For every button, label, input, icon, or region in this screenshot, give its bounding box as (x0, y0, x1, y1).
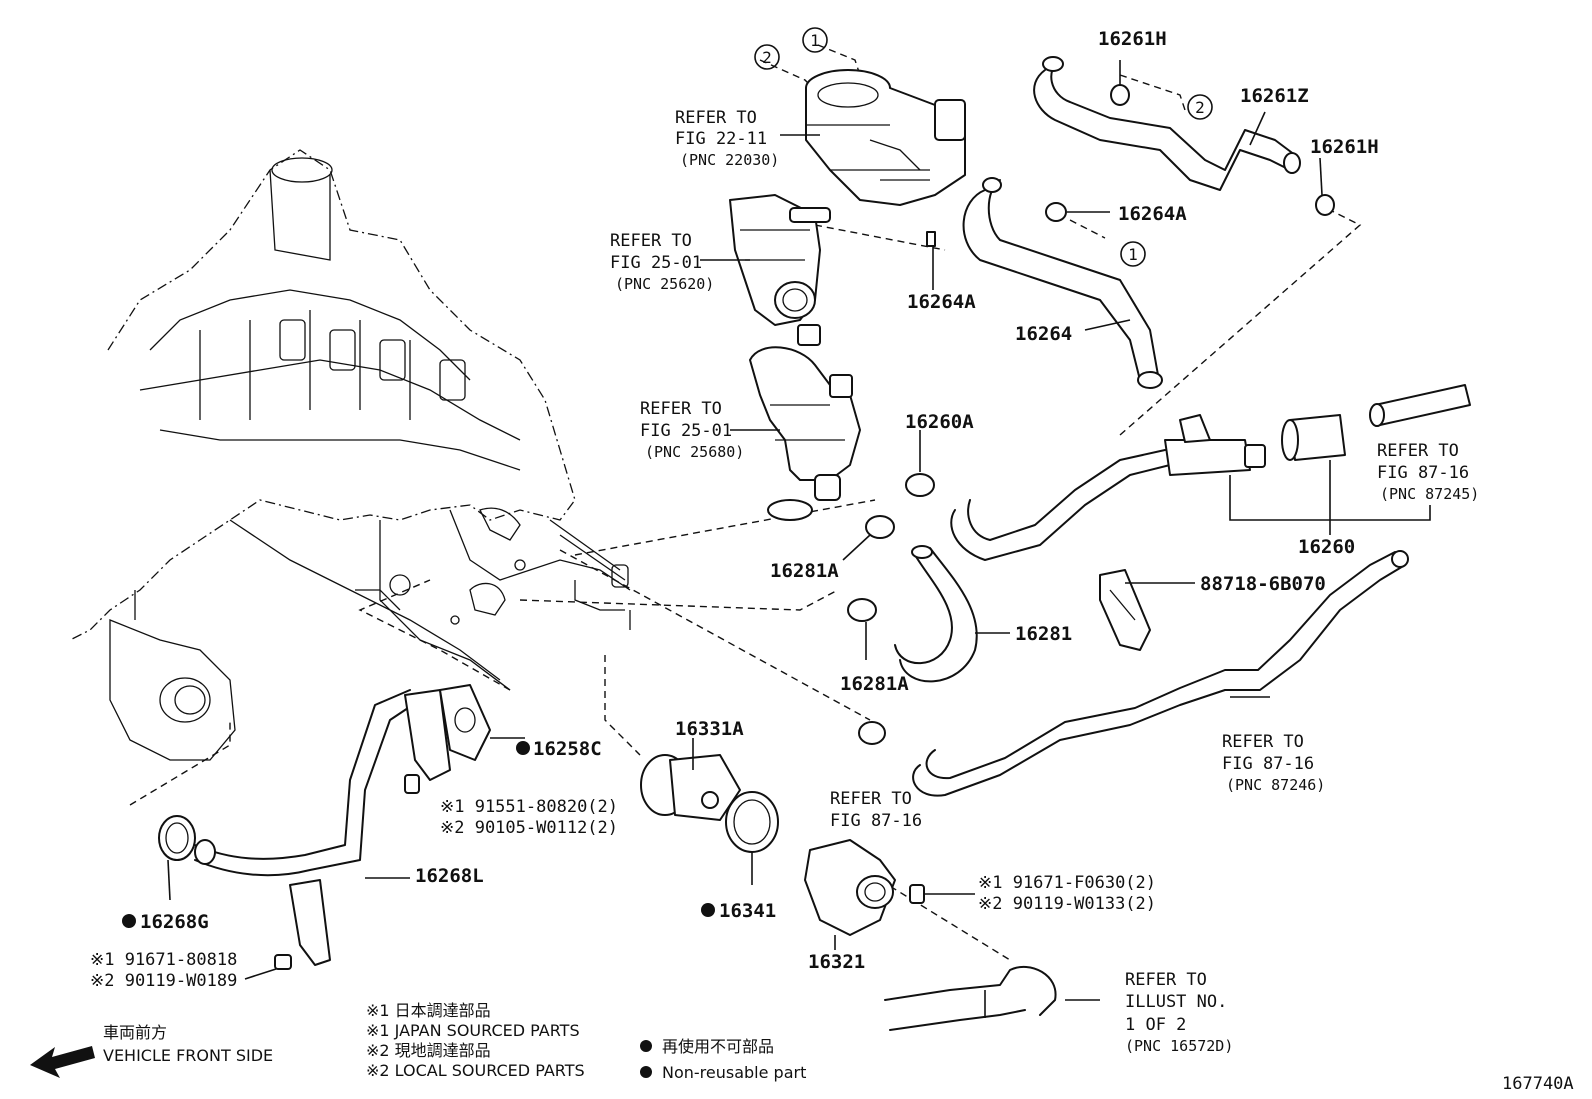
ref-heater-inlet-line3: (PNC 87246) (1226, 776, 1325, 794)
label-16261Z: 16261Z (1240, 85, 1309, 107)
legend-japan-en: ※1 JAPAN SOURCED PARTS (366, 1021, 580, 1040)
bypass-hose-16281 (894, 545, 978, 683)
ref-heater-outlet-line1: REFER TO (1377, 441, 1459, 461)
bolt-91671-80818: ※1 91671-80818 (90, 950, 237, 970)
front-arrow-icon (30, 1046, 95, 1078)
callout-1-top: 1 (810, 31, 820, 50)
label-16321: 16321 (808, 951, 865, 973)
non-reusable-dot-16258C (516, 741, 530, 755)
engine-block-illustration (69, 149, 631, 761)
ref-hose-mid-line1: REFER TO (830, 789, 912, 809)
ref-egr-upper-line3: (PNC 25620) (615, 275, 714, 293)
label-88718-6B070: 88718-6B070 (1200, 573, 1326, 595)
dashed-guide-lines (129, 44, 1362, 961)
legend-non-reusable-dot-1 (640, 1040, 652, 1052)
throttle-body-illustration (805, 69, 966, 206)
ref-heater-inlet-line1: REFER TO (1222, 732, 1304, 752)
label-16268G: 16268G (140, 911, 209, 933)
egr-valve-illustration (749, 346, 861, 521)
vehicle-front-indicator: 車両前方 VEHICLE FRONT SIDE (30, 1023, 273, 1078)
ref-egr-upper-line1: REFER TO (610, 231, 692, 251)
legend-local-jp: ※2 現地調達部品 (366, 1041, 491, 1060)
label-16258C: 16258C (533, 738, 602, 760)
legend-japan-jp: ※1 日本調達部品 (366, 1001, 491, 1020)
label-16260: 16260 (1298, 536, 1355, 558)
ref-heater-outlet-line3: (PNC 87245) (1380, 485, 1479, 503)
thermostat-group (640, 754, 975, 936)
ref-heater-inlet-line2: FIG 87-16 (1222, 754, 1314, 774)
legend-non-reusable-en: Non-reusable part (662, 1063, 806, 1082)
bolt-91551-80820: ※1 91551-80820(2) (440, 797, 618, 817)
callout-circles: 1 2 2 1 (754, 27, 1213, 267)
ref-illust-line2: ILLUST NO. (1125, 992, 1227, 1012)
callout-2-top: 2 (762, 48, 772, 67)
ref-egr-upper-line2: FIG 25-01 (610, 253, 702, 273)
label-16341: 16341 (719, 900, 776, 922)
part-number-labels: 16261H 16261Z 16261H 16264A 16264A 16264… (122, 28, 1574, 1094)
ref-throttle-line1: REFER TO (675, 108, 757, 128)
label-16281: 16281 (1015, 623, 1072, 645)
label-16281A-lower: 16281A (840, 673, 909, 695)
lower-hose-illustration (884, 965, 1057, 1031)
label-16281A-upper: 16281A (770, 560, 839, 582)
label-16261H-right: 16261H (1310, 136, 1379, 158)
legend-non-reusable-jp: 再使用不可部品 (662, 1037, 774, 1056)
ref-illust-line4: (PNC 16572D) (1125, 1037, 1233, 1055)
legend: ※1 日本調達部品 ※1 JAPAN SOURCED PARTS ※2 現地調達… (366, 1001, 806, 1082)
label-16264A-right: 16264A (1118, 203, 1187, 225)
legend-local-en: ※2 LOCAL SOURCED PARTS (366, 1061, 585, 1080)
direction-en: VEHICLE FRONT SIDE (103, 1046, 273, 1065)
callout-2-right: 2 (1195, 98, 1205, 117)
water-inlet-pipe-16268L (158, 684, 491, 970)
ref-illust-line1: REFER TO (1125, 970, 1207, 990)
ref-egr-lower-line3: (PNC 25680) (645, 443, 744, 461)
egr-cooler-illustration (729, 194, 831, 346)
bolt-91671-F0630: ※1 91671-F0630(2) (978, 873, 1156, 893)
ref-egr-lower-line2: FIG 25-01 (640, 421, 732, 441)
ref-throttle-line3: (PNC 22030) (680, 151, 779, 169)
label-16331A: 16331A (675, 718, 744, 740)
ref-egr-lower-line1: REFER TO (640, 399, 722, 419)
clip-88718 (1099, 569, 1151, 651)
hoses-upper-right (962, 56, 1301, 389)
label-16264: 16264 (1015, 323, 1072, 345)
bolt-90119-W0189: ※2 90119-W0189 (90, 971, 237, 991)
direction-jp: 車両前方 (103, 1023, 167, 1042)
leader-lines (167, 60, 1323, 1001)
legend-non-reusable-dot-2 (640, 1066, 652, 1078)
bolt-labels: ※1 91551-80820(2) ※2 90105-W0112(2) ※1 9… (90, 797, 1156, 991)
heater-hose-assembly (950, 384, 1471, 561)
ref-throttle-line2: FIG 22-11 (675, 129, 767, 149)
callout-1-right: 1 (1128, 245, 1138, 264)
ref-illust-line3: 1 OF 2 (1125, 1015, 1186, 1035)
non-reusable-dot-16341 (701, 903, 715, 917)
ref-hose-mid-line2: FIG 87-16 (830, 811, 922, 831)
non-reusable-dot-16268G (122, 914, 136, 928)
figure-id: 167740A (1502, 1074, 1574, 1094)
ref-heater-outlet-line2: FIG 87-16 (1377, 463, 1469, 483)
reference-notes: REFER TO FIG 22-11 (PNC 22030) REFER TO … (610, 108, 1479, 1055)
label-16264A-mid: 16264A (907, 291, 976, 313)
label-16261H-top: 16261H (1098, 28, 1167, 50)
label-16268L: 16268L (415, 865, 484, 887)
label-16260A: 16260A (905, 411, 974, 433)
heater-inlet-hose (912, 550, 1409, 797)
bolt-90119-W0133: ※2 90119-W0133(2) (978, 894, 1156, 914)
bolt-90105-W0112: ※2 90105-W0112(2) (440, 818, 618, 838)
hose-clamps (847, 84, 1335, 745)
